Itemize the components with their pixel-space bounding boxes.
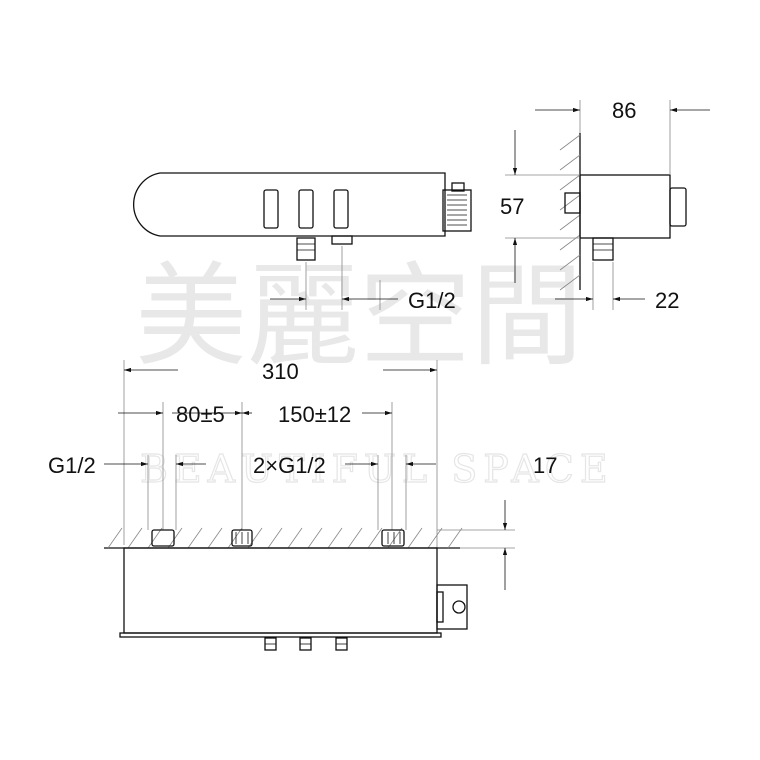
plan-wall-hatch: [107, 527, 463, 549]
plan-view: 310 80±5 150±12 G1/2 2×G1/2 17: [48, 359, 557, 651]
control-knob-2: [298, 189, 314, 229]
label-wall-depth: 17: [533, 453, 557, 478]
label-left-spacing: 80±5: [176, 402, 225, 427]
inlet-fitting-middle: [231, 529, 253, 547]
handle-screw: [452, 600, 466, 614]
label-side-depth: 86: [612, 98, 636, 123]
label-total-width: 310: [262, 359, 299, 384]
watermark: 美麗空間 BEAUTIFUL SPACE: [135, 252, 614, 492]
side-view: 86 57 22: [500, 98, 710, 313]
label-side-offset: 22: [655, 288, 679, 313]
label-top-connection: G1/2: [408, 288, 456, 313]
outlet-connector: [296, 237, 316, 261]
outlet-nozzle: [331, 235, 353, 245]
label-left-connection: G1/2: [48, 453, 96, 478]
control-knob-1: [263, 189, 279, 229]
label-right-spacing: 150±12: [278, 402, 351, 427]
wall-hatch: [559, 134, 581, 291]
control-knob-3: [333, 189, 349, 229]
front-body: [133, 172, 446, 237]
label-side-height: 57: [500, 194, 524, 219]
side-knob: [669, 187, 687, 227]
side-outlet: [592, 237, 614, 261]
front-view: [133, 172, 472, 261]
watermark-english: BEAUTIFUL SPACE: [140, 447, 614, 491]
inlet-fitting-right: [381, 529, 405, 547]
side-handle: [442, 189, 472, 232]
handle-cap: [451, 182, 465, 192]
concealed-box: [123, 547, 438, 634]
label-middle-connections: 2×G1/2: [253, 453, 326, 478]
watermark-chinese: 美麗空間: [135, 252, 583, 382]
side-inlet: [564, 192, 581, 214]
side-body: [579, 174, 671, 239]
inlet-fitting-left: [151, 529, 175, 547]
g12-top-callout: G1/2: [270, 246, 456, 313]
cover-plate: [119, 632, 442, 638]
